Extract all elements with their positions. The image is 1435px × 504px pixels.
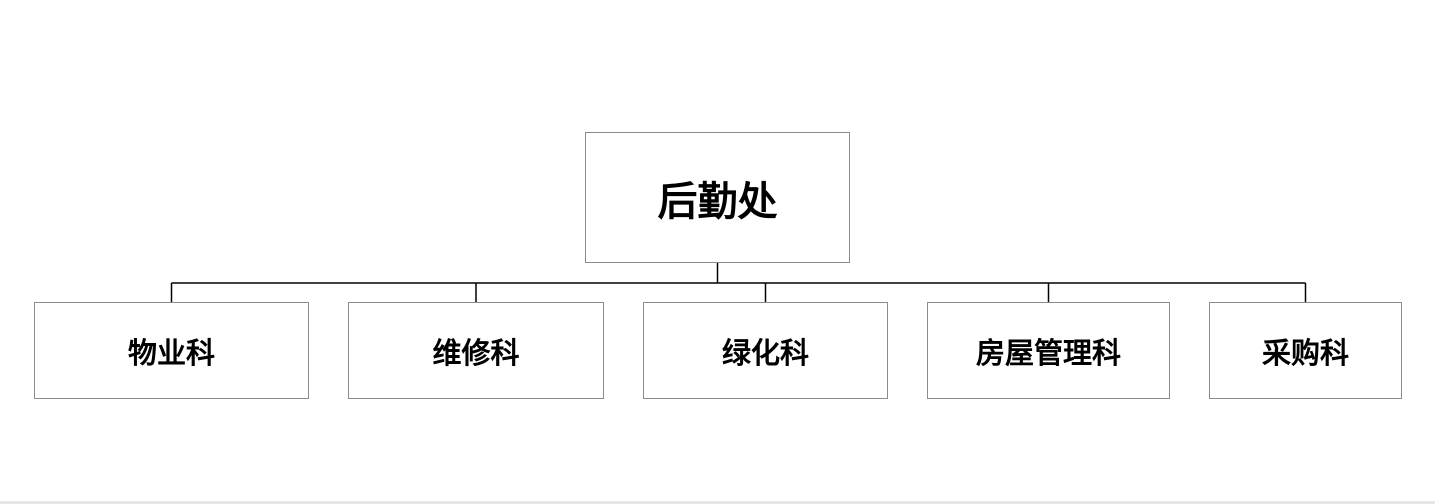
- child-node-label: 维修科: [432, 335, 520, 370]
- child-node-3: 绿化科: [643, 302, 888, 399]
- child-node-1: 物业科: [34, 302, 309, 399]
- child-node-5: 采购科: [1209, 302, 1402, 399]
- child-node-label: 绿化科: [721, 335, 809, 370]
- child-node-label: 物业科: [127, 335, 215, 370]
- child-node-4: 房屋管理科: [927, 302, 1170, 399]
- child-node-label: 采购科: [1261, 335, 1349, 370]
- bottom-divider: [0, 501, 1435, 504]
- child-node-label: 房屋管理科: [975, 335, 1121, 370]
- root-node-label: 后勤处: [657, 178, 778, 225]
- child-node-2: 维修科: [348, 302, 604, 399]
- root-node: 后勤处: [585, 132, 850, 263]
